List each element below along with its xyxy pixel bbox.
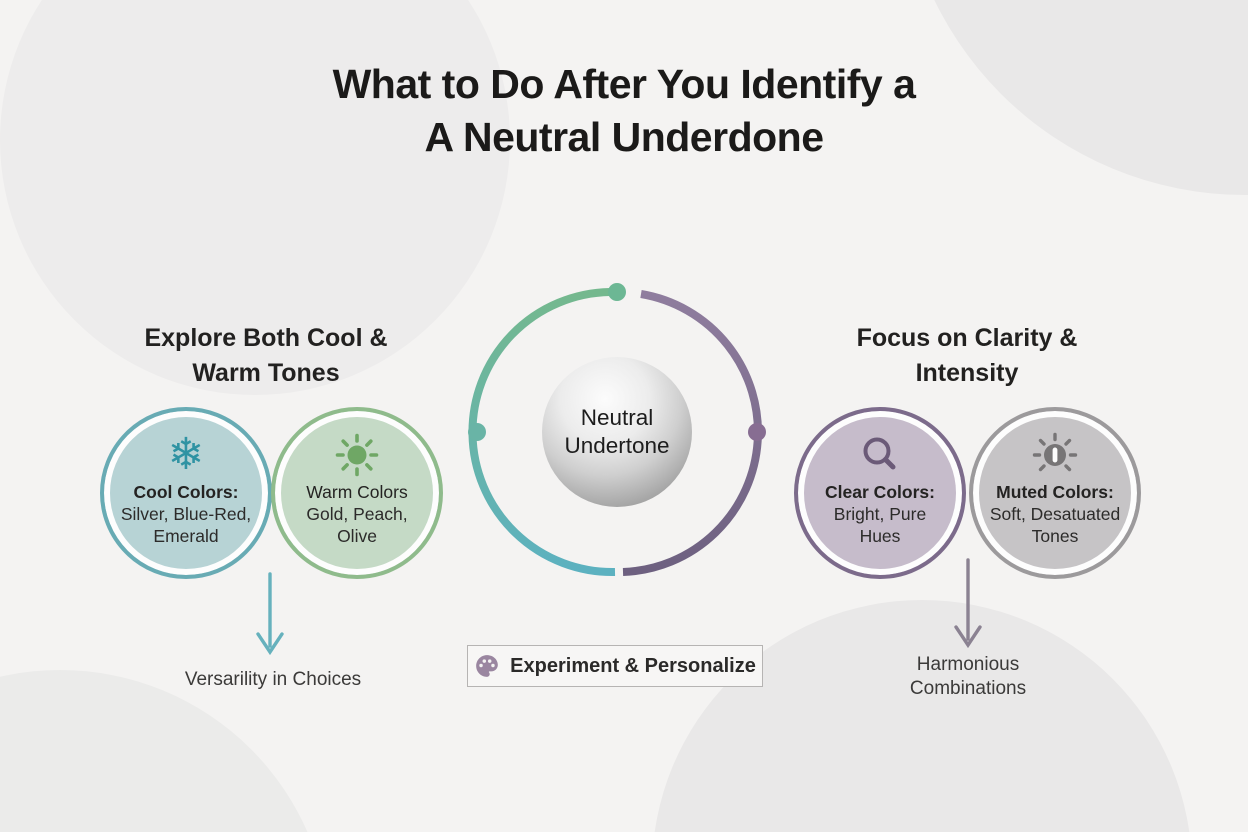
ring-dot-top [608,283,626,301]
warm-colors-line1: Gold, Peach, [306,504,408,524]
right-section-heading: Focus on Clarity & Intensity [767,321,1167,391]
right-arrow-label-line1: Harmonious [916,654,1020,675]
magnifier-icon [858,431,902,479]
right-heading-line2: Intensity [915,359,1019,387]
warm-colors-title: Warm Colors [306,482,408,502]
background-circle-bottom-left [0,670,330,832]
sun-icon [335,431,379,479]
cool-colors-line1: Silver, Blue-Red, [120,504,252,524]
experiment-personalize-banner: Experiment & Personalize [467,645,763,687]
page-title-line1: What to Do After You Identify a [332,61,916,107]
muted-colors-line1: Soft, Desatuated [989,504,1121,524]
muted-colors-title: Muted Colors: [996,482,1114,502]
ring-dot-left [468,423,486,441]
cool-colors-title: Cool Colors: [133,482,239,502]
cool-colors-line2: Emerald [153,526,219,546]
background-circle-bottom-right [652,600,1192,832]
clear-colors-line1: Bright, Pure [833,504,927,524]
dim-brightness-icon [1031,431,1079,479]
sphere-label-line1: Neutral [580,405,654,430]
left-heading-line1: Explore Both Cool & [144,324,388,352]
cool-colors-bubble: ❄ Cool Colors: Silver, Blue-Red, Emerald [100,407,272,579]
neutral-undertone-sphere: Neutral Undertone [542,357,692,507]
page-title-line2: A Neutral Underdone [424,114,824,160]
clear-colors-bubble: Clear Colors: Bright, Pure Hues [794,407,966,579]
clear-colors-line2: Hues [859,526,901,546]
right-arrow-label-line2: Combinations [909,678,1027,699]
warm-colors-line2: Olive [337,526,377,546]
muted-colors-bubble: Muted Colors: Soft, Desatuated Tones [969,407,1141,579]
down-arrow-left [256,572,284,656]
warm-colors-bubble: Warm Colors Gold, Peach, Olive [271,407,443,579]
clear-colors-title: Clear Colors: [825,482,935,502]
left-arrow-label: Versarility in Choices [184,669,362,690]
left-heading-line2: Warm Tones [192,359,340,387]
palette-icon [474,653,500,679]
snowflake-icon: ❄ [167,429,205,480]
left-section-heading: Explore Both Cool & Warm Tones [66,321,466,391]
page-title: What to Do After You Identify a A Neutra… [0,58,1248,164]
sphere-label-line2: Undertone [564,433,670,458]
right-arrow-label: Harmonious Combinations [818,653,1118,701]
muted-colors-line2: Tones [1031,526,1079,546]
ring-dot-right [748,423,766,441]
right-heading-line1: Focus on Clarity & [856,324,1078,352]
banner-label: Experiment & Personalize [510,654,756,677]
background-circle-top-left [0,0,510,395]
